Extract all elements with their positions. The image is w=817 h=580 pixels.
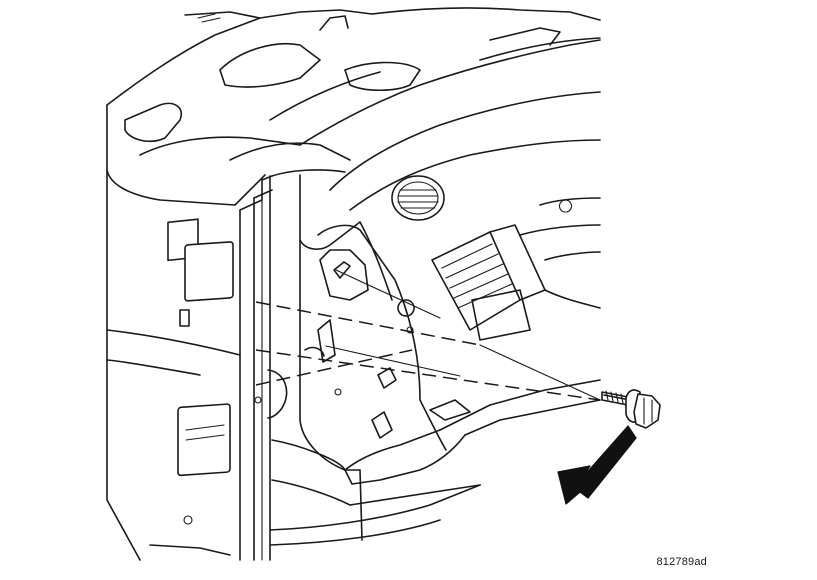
figure-part-id: 812789ad	[656, 556, 707, 568]
end-bracket	[299, 174, 447, 471]
bolt-icon	[601, 389, 661, 429]
pillar-trim	[239, 169, 346, 561]
dashboard-top	[106, 7, 601, 211]
round-vent	[391, 175, 445, 221]
side-panel	[106, 169, 241, 561]
center-vent	[431, 197, 601, 331]
assembly-lines	[255, 269, 601, 401]
lower-bracket	[269, 289, 601, 546]
arrow-icon	[557, 425, 637, 505]
